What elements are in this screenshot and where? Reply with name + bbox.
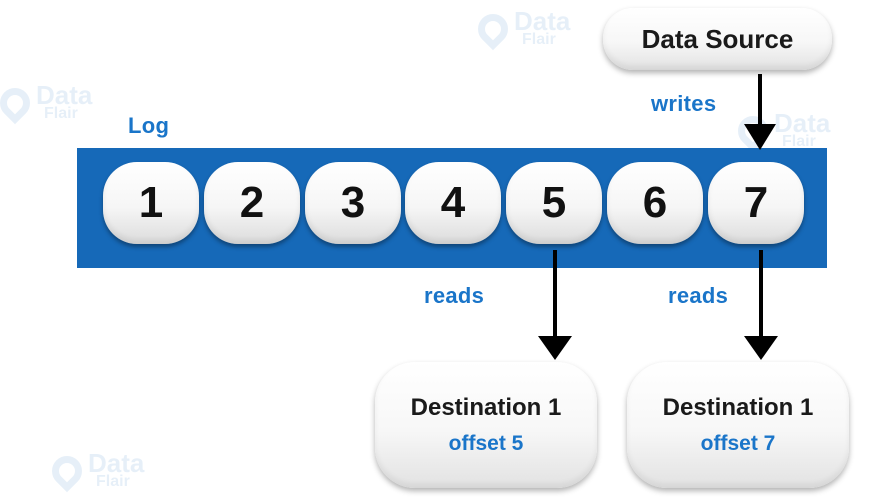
watermark-logo: Data Flair xyxy=(471,6,571,51)
log-cell-2: 2 xyxy=(204,162,300,244)
watermark-logo: Data Flair xyxy=(45,448,145,493)
watermark-subtext: Flair xyxy=(44,105,78,123)
watermark-drop-icon xyxy=(731,109,775,153)
destination-title-2: Destination 1 xyxy=(662,394,814,421)
writes-label: writes xyxy=(651,91,717,116)
log-label: Log xyxy=(128,113,170,138)
watermark-text: Data xyxy=(88,448,145,478)
watermark-drop-icon xyxy=(0,81,37,125)
watermark-drop-icon xyxy=(45,449,89,493)
writes-arrow xyxy=(744,74,776,150)
data-source-title: Data Source xyxy=(641,23,794,54)
log-cell-3: 3 xyxy=(305,162,401,244)
destination-box-2: Destination 1 offset 7 xyxy=(627,362,849,488)
watermark-text: Data xyxy=(36,80,93,110)
watermark-logo: Data Flair xyxy=(0,80,93,125)
destination-offset-2: offset 7 xyxy=(700,432,776,455)
log-cell-5: 5 xyxy=(506,162,602,244)
watermark-text: Data xyxy=(774,108,831,138)
log-cell-7: 7 xyxy=(708,162,804,244)
reads-label-2: reads xyxy=(668,283,729,308)
watermark-text: Data xyxy=(514,6,571,36)
log-cell-1: 1 xyxy=(103,162,199,244)
data-source-box: Data Source xyxy=(603,8,832,70)
log-cell-6: 6 xyxy=(607,162,703,244)
destination-box-1: Destination 1 offset 5 xyxy=(375,362,597,488)
log-cell-4: 4 xyxy=(405,162,501,244)
destination-offset-1: offset 5 xyxy=(448,432,524,455)
watermark-subtext: Flair xyxy=(96,473,130,491)
destination-title-1: Destination 1 xyxy=(410,394,562,421)
watermark-drop-icon xyxy=(471,7,515,51)
watermark-logo: Data Flair xyxy=(731,108,831,153)
reads-label-1: reads xyxy=(424,283,485,308)
watermark-subtext: Flair xyxy=(522,31,556,49)
